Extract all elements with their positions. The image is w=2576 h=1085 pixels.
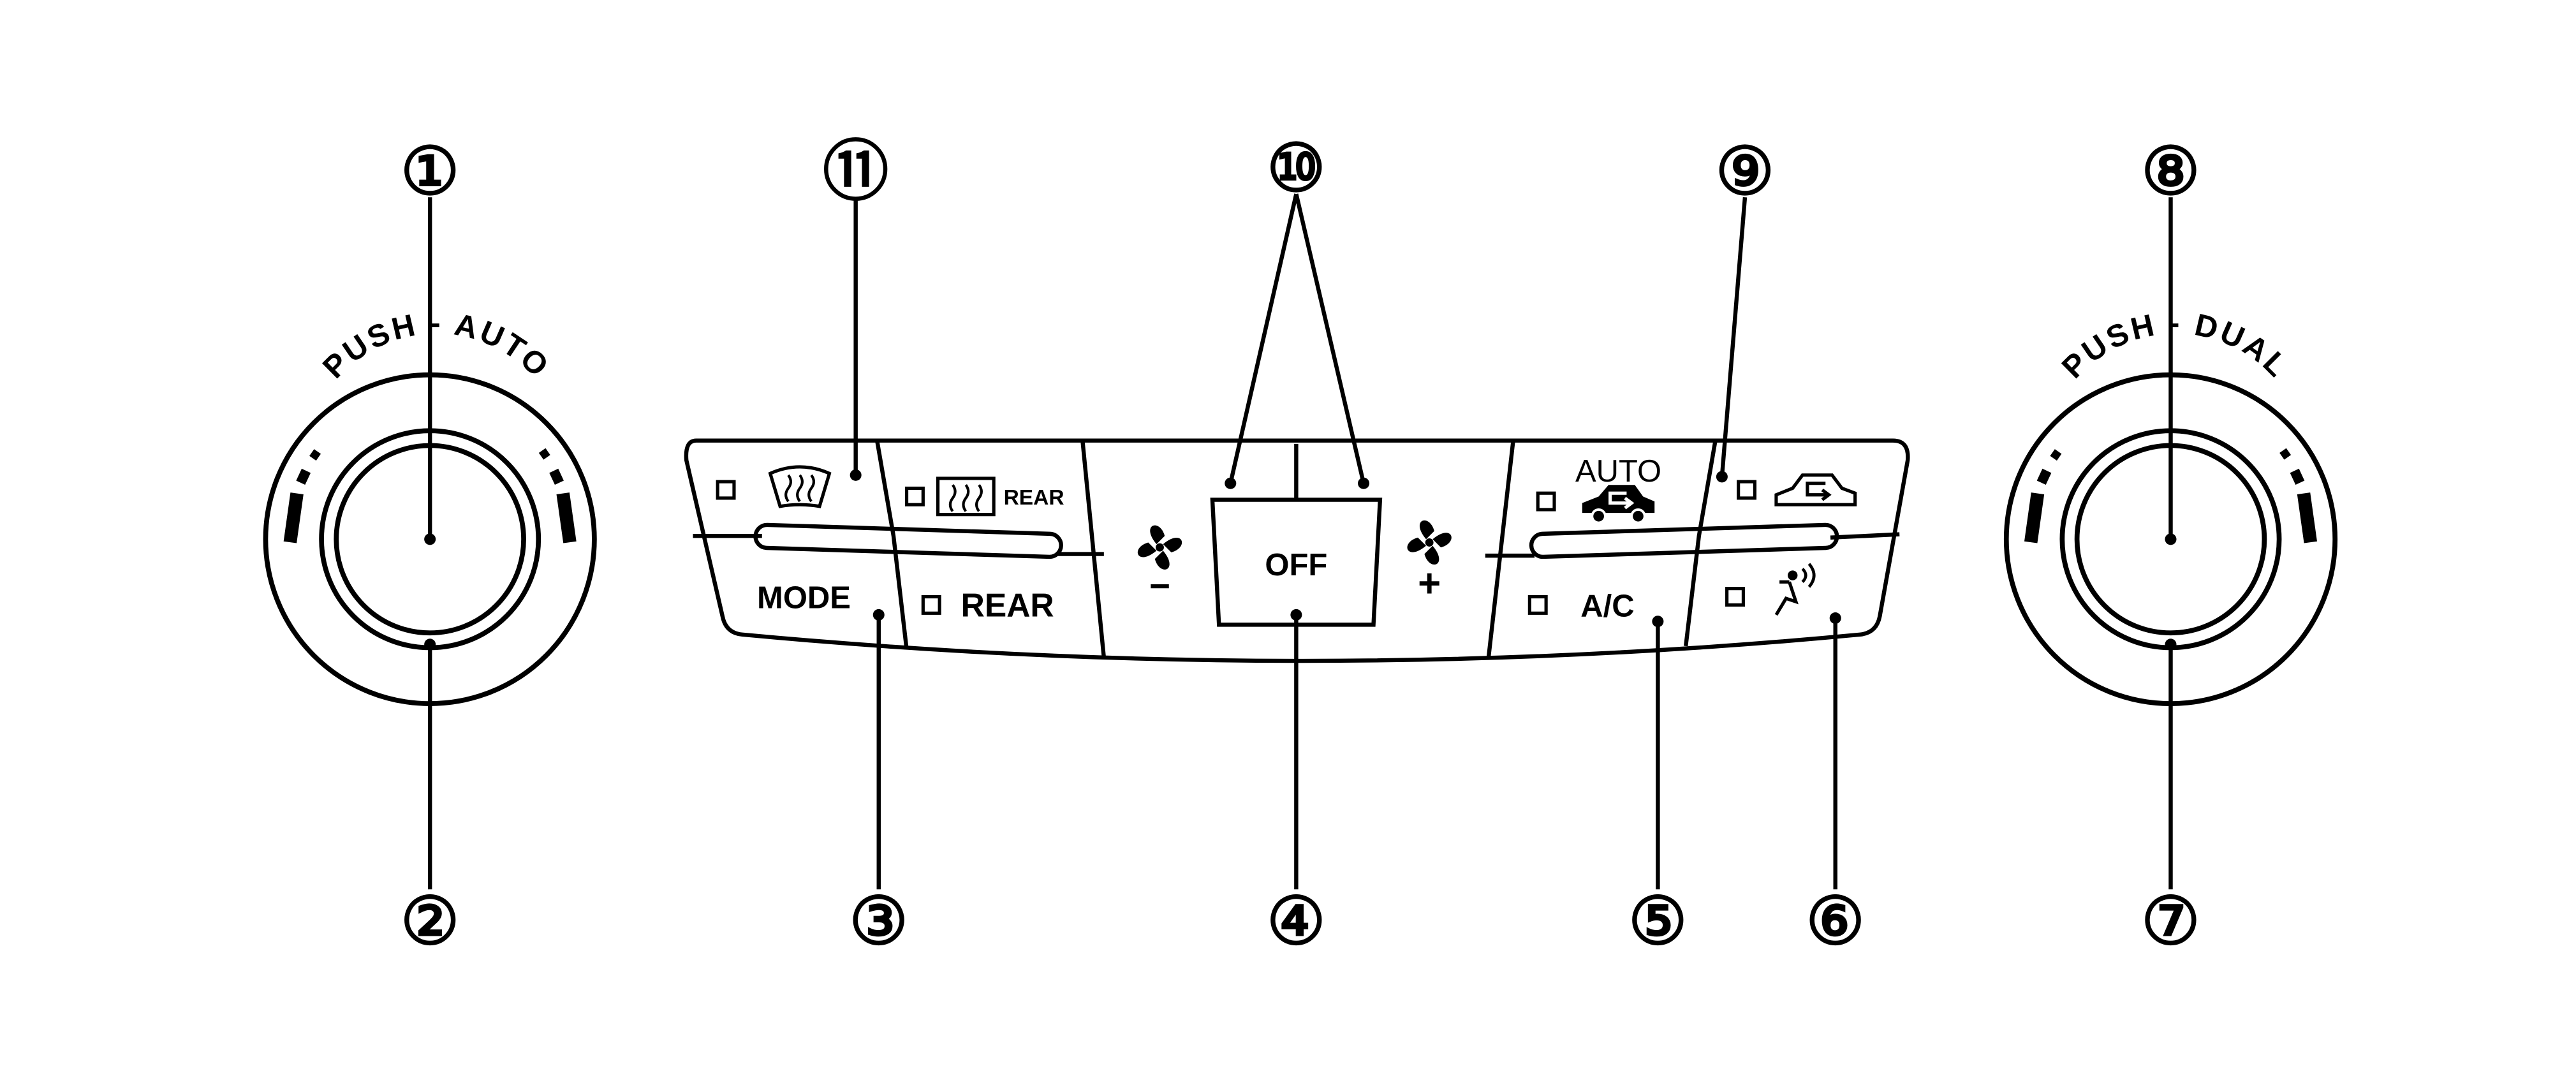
recirculation-icon xyxy=(1774,473,1857,506)
air-intake-sensor-icon xyxy=(1774,563,1816,616)
rear-indicator-light xyxy=(921,594,941,615)
callout-numbers: ① ② ③ ④ ⑤ ⑥ ⑦ ⑧ ⑨ ⑩ ⑪ xyxy=(401,131,2200,957)
right-slider-groove xyxy=(1529,522,1839,559)
fan-plus-label: + xyxy=(1418,562,1441,606)
air-intake-sensor-button[interactable] xyxy=(1725,563,1816,616)
rear-defrost-icon xyxy=(936,476,996,517)
mode-label: MODE xyxy=(757,581,851,616)
left-dial-scale-marks-left xyxy=(283,449,321,543)
center-control-panel xyxy=(684,438,1910,663)
auto-recirculation-icon xyxy=(1582,485,1655,524)
left-slider-groove xyxy=(753,522,1063,559)
front-defrost-indicator-light xyxy=(716,480,736,500)
recirculation-button[interactable] xyxy=(1737,473,1857,506)
callout-4: ④ xyxy=(1267,884,1325,957)
rear-defrost-indicator-light xyxy=(904,486,925,506)
off-label: OFF xyxy=(1265,548,1327,582)
recirculation-indicator-light xyxy=(1737,480,1757,500)
callout-10: ⑩ xyxy=(1267,131,1325,205)
ac-button[interactable]: A/C xyxy=(1527,589,1635,623)
callout-7: ⑦ xyxy=(2141,884,2200,957)
leader-dots xyxy=(424,469,2177,651)
callout-6: ⑥ xyxy=(1806,884,1865,957)
fan-minus-label: − xyxy=(1149,566,1170,607)
leader-lines xyxy=(427,193,2173,890)
rear-label: REAR xyxy=(961,586,1054,623)
fan-speed-increase-button[interactable]: + xyxy=(1407,520,1452,606)
callout-9: ⑨ xyxy=(1716,135,1774,208)
callout-11: ⑪ xyxy=(823,135,888,208)
front-defrost-icon xyxy=(768,465,832,508)
right-dial-scale-marks-left xyxy=(2024,449,2062,543)
air-intake-sensor-indicator-light xyxy=(1725,587,1745,607)
fan-high-icon xyxy=(1407,520,1452,565)
rear-climate-button[interactable]: REAR xyxy=(921,586,1054,623)
auto-label: AUTO xyxy=(1575,454,1661,489)
callout-2: ② xyxy=(401,884,459,957)
off-button[interactable]: OFF xyxy=(1210,498,1383,627)
front-defrost-button[interactable] xyxy=(716,465,832,508)
ac-indicator-light xyxy=(1527,594,1548,615)
callout-8: ⑧ xyxy=(2141,135,2200,208)
rear-defrost-label: REAR xyxy=(1004,486,1064,510)
left-dial-scale-marks-right xyxy=(538,448,577,543)
auto-recirculation-indicator-light xyxy=(1536,491,1556,512)
right-dial-scale-marks-right xyxy=(2279,448,2317,543)
callout-3: ③ xyxy=(850,884,908,957)
rear-defrost-button[interactable]: REAR xyxy=(904,476,1064,517)
callout-1: ① xyxy=(401,135,459,208)
auto-recirculation-button[interactable]: AUTO xyxy=(1536,454,1661,524)
mode-button[interactable]: MODE xyxy=(757,581,851,616)
fan-speed-decrease-button[interactable]: − xyxy=(1137,525,1182,607)
fan-low-icon xyxy=(1137,525,1182,570)
ac-label: A/C xyxy=(1580,589,1634,623)
callout-5: ⑤ xyxy=(1628,884,1687,957)
